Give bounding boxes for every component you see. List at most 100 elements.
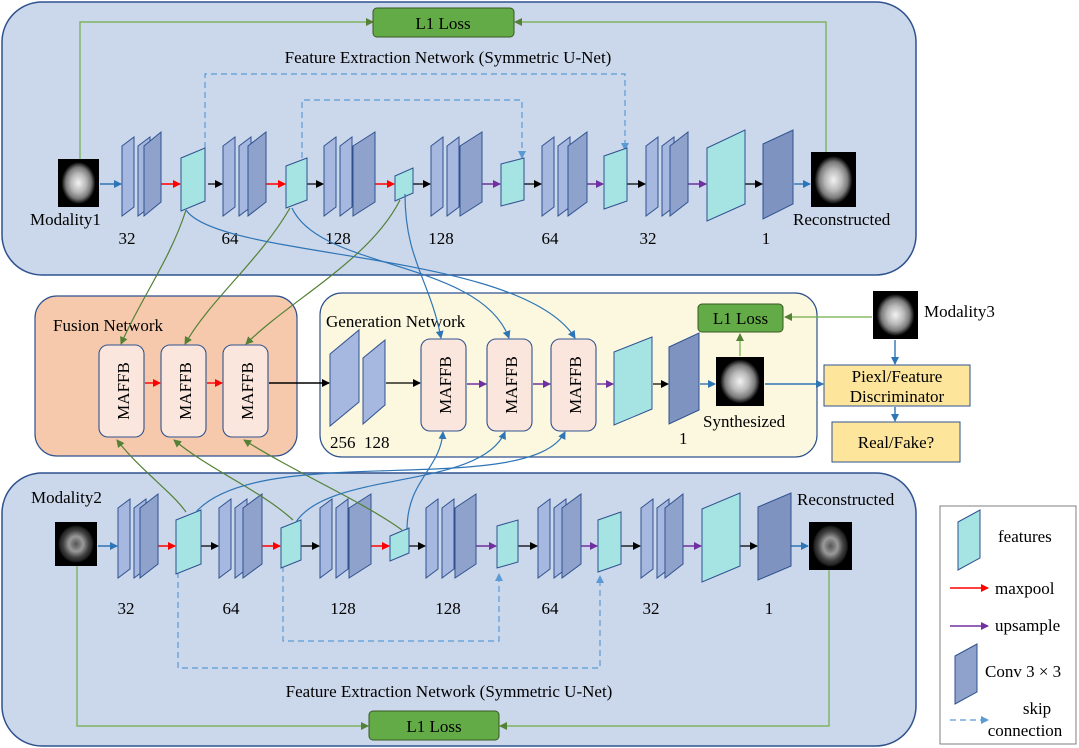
fusion-title: Fusion Network	[53, 316, 164, 335]
top-f2-to-generation	[291, 207, 511, 339]
bottom-loss-label: L1 Loss	[406, 717, 461, 736]
legend-skip-label-1: skip	[1023, 699, 1051, 718]
top-conv-32-dec	[645, 130, 689, 218]
top-f3-to-generation	[404, 193, 444, 339]
modality2-label: Modality2	[31, 488, 102, 507]
generation-network: Generation Network MAFFB MAFFB MAFFB Syn…	[326, 303, 786, 452]
modality1-label: Modality1	[30, 210, 101, 229]
top-ch-1: 32	[119, 229, 136, 248]
bottom-conv-128-enc	[319, 493, 372, 579]
bottom-conv-128-dec	[425, 493, 477, 579]
generation-maffb-2-label: MAFFB	[502, 356, 521, 414]
top-ch-7: 1	[762, 229, 771, 248]
top-conv-32-enc	[121, 130, 162, 218]
generation-ch-256: 256	[330, 433, 356, 452]
generation-ch-1: 1	[679, 429, 688, 448]
generation-conv-256	[329, 328, 360, 428]
bottom-reconstructed-brain	[812, 525, 849, 567]
top-loss-output-line	[514, 18, 827, 152]
top-skip-outer	[204, 73, 629, 151]
bottom-ch-3: 128	[330, 599, 356, 618]
fusion-network: Fusion Network MAFFB MAFFB MAFFB	[53, 316, 330, 438]
legend: features maxpool upsample Conv 3 × 3 ski…	[939, 505, 1077, 745]
disc-box	[823, 364, 971, 407]
top-f1-to-generation	[185, 209, 576, 339]
top-ch-3: 128	[325, 229, 351, 248]
synthesized-brain	[720, 359, 760, 404]
bottom-unet: L1 Loss Feature Extraction Network (Symm…	[31, 488, 895, 741]
generation-maffb-3-label: MAFFB	[566, 356, 585, 414]
bottom-ch-1: 32	[118, 599, 135, 618]
bottom-conv-32-dec	[640, 492, 684, 580]
generation-maffb-1-label: MAFFB	[436, 356, 455, 414]
top-ch-2: 64	[222, 229, 240, 248]
bottom-f1-to-fusion	[116, 439, 187, 513]
bottom-feature-1	[175, 509, 202, 575]
generation-title: Generation Network	[326, 312, 466, 331]
bottom-final-conv	[757, 492, 792, 581]
bottom-f2-to-fusion	[173, 439, 294, 521]
top-feature-4	[500, 157, 525, 207]
discriminator: Modality3 Piexl/Feature Discriminator Re…	[765, 291, 995, 463]
top-conv-128-dec	[430, 131, 483, 217]
legend-conv-label: Conv 3 × 3	[985, 662, 1061, 681]
top-unet: L1 Loss Feature Extraction Network (Symm…	[30, 7, 891, 248]
top-loss-input-line	[79, 18, 374, 162]
generation-maffb-3	[550, 338, 597, 432]
generation-loss-box	[697, 303, 784, 333]
modality1-brain	[61, 162, 96, 204]
bottom-final-feature	[701, 492, 741, 583]
top-ch-5: 64	[542, 229, 560, 248]
bottom-feature-3	[389, 527, 410, 562]
modality2-brain	[58, 525, 94, 563]
bottom-loss-input-line	[76, 566, 369, 730]
top-conv-128-enc	[323, 131, 376, 217]
top-feature-2	[285, 157, 308, 209]
bottom-skip-outer	[177, 572, 604, 669]
generation-maffb-2	[486, 338, 533, 432]
legend-features-icon	[957, 509, 981, 571]
cross-connections	[116, 193, 576, 531]
real-fake-box	[831, 421, 961, 463]
generation-final-feature	[613, 336, 653, 426]
bottom-skip-inner	[282, 566, 503, 642]
top-final-feature	[706, 129, 746, 222]
generation-conv-128	[362, 338, 386, 426]
top-reconstructed-brain	[814, 156, 853, 204]
fusion-maffb-2-label: MAFFB	[176, 362, 195, 420]
bottom-f1-to-generation	[195, 431, 566, 513]
fusion-maffb-1	[98, 344, 145, 438]
top-conv-64-enc	[222, 130, 267, 218]
bottom-reconstructed-label: Reconstructed	[797, 490, 895, 509]
bottom-f3-to-fusion	[243, 439, 403, 531]
generation-final-conv	[668, 332, 700, 425]
bottom-feature-2	[280, 519, 302, 569]
top-reconstructed-label: Reconstructed	[793, 210, 891, 229]
fusion-maffb-3-label: MAFFB	[238, 362, 257, 420]
top-feature-5	[603, 147, 628, 210]
top-ch-4: 128	[428, 229, 454, 248]
bottom-ch-5: 64	[542, 599, 560, 618]
fusion-maffb-3	[222, 344, 269, 438]
legend-conv-icon	[954, 643, 978, 705]
top-feature-1	[180, 147, 206, 212]
top-title: Feature Extraction Network (Symmetric U-…	[285, 48, 612, 67]
fusion-maffb-2	[160, 344, 207, 438]
bottom-f2-to-generation	[295, 431, 506, 523]
legend-features-label: features	[998, 527, 1052, 546]
top-loss-box	[372, 7, 515, 38]
top-feature-3	[394, 167, 414, 202]
top-f2-to-fusion	[184, 207, 291, 345]
bottom-ch-2: 64	[223, 599, 241, 618]
bottom-ch-6: 32	[643, 599, 660, 618]
top-f3-to-fusion	[245, 199, 401, 345]
bottom-ch-7: 1	[765, 599, 774, 618]
bottom-conv-64-enc	[218, 493, 263, 579]
top-conv-64-dec	[541, 131, 588, 217]
legend-skip-label-2: connection	[988, 721, 1063, 740]
generation-ch-128: 128	[364, 433, 390, 452]
generation-loss-label: L1 Loss	[713, 309, 768, 328]
disc-label-1: Piexl/Feature	[852, 367, 943, 386]
